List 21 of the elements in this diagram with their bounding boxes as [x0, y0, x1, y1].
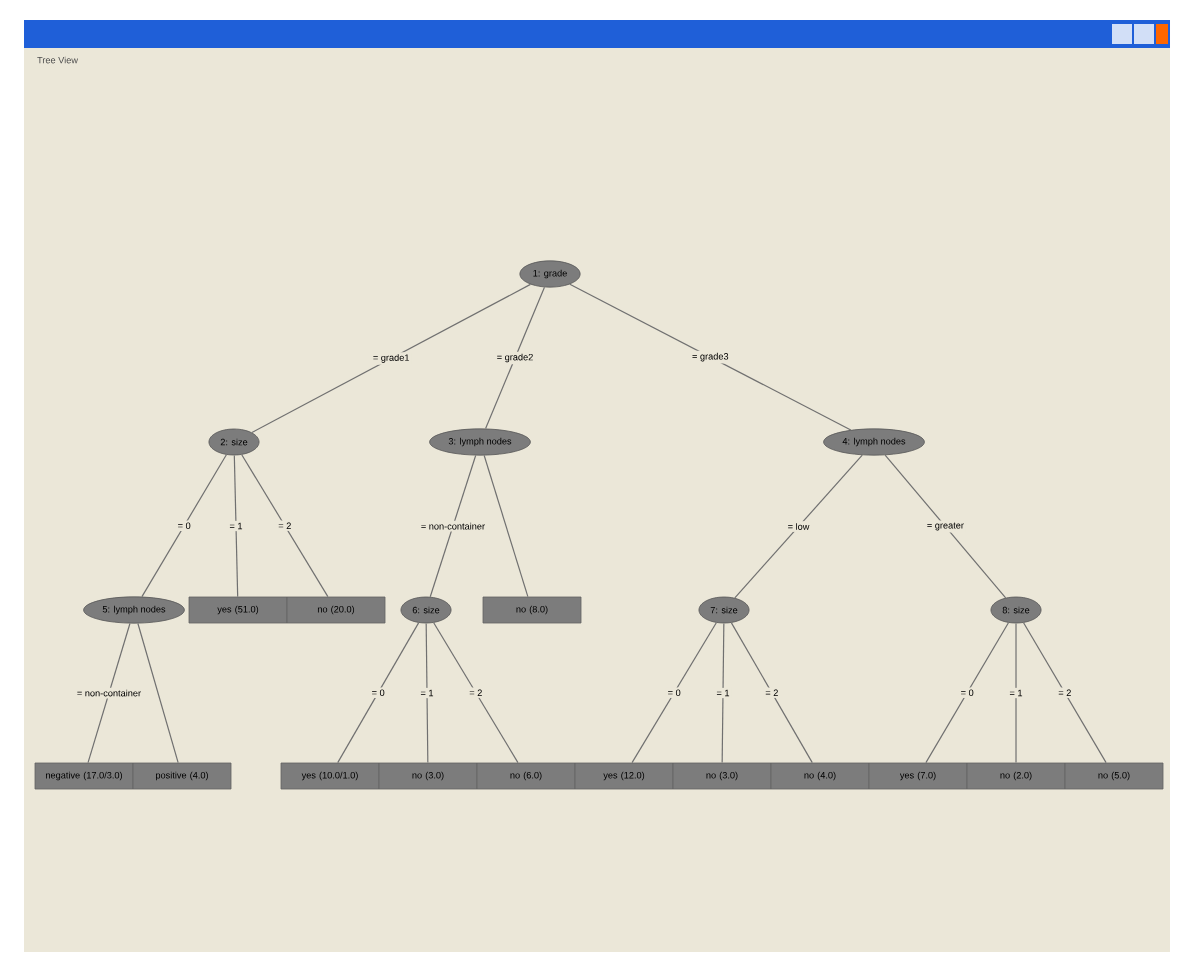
branch-line	[87, 622, 131, 764]
branch-line	[483, 454, 529, 598]
branch-line	[730, 622, 813, 764]
branch-line	[251, 283, 532, 434]
branch-line	[241, 454, 329, 598]
branch-line	[485, 286, 546, 430]
branch-line	[137, 622, 179, 764]
branch-line	[631, 622, 717, 764]
branch-line	[141, 454, 227, 598]
branch-line	[429, 454, 477, 598]
branch-line	[884, 454, 1007, 599]
branch-line	[337, 622, 420, 764]
branch-line	[233, 454, 239, 598]
branch-line	[425, 622, 429, 764]
branch-line	[1022, 622, 1107, 764]
branch-line	[721, 622, 725, 764]
branch-line	[569, 283, 852, 431]
branch-line	[734, 454, 863, 599]
branch-line	[925, 622, 1010, 764]
branch-line	[1015, 622, 1017, 764]
branch-line	[433, 622, 519, 764]
